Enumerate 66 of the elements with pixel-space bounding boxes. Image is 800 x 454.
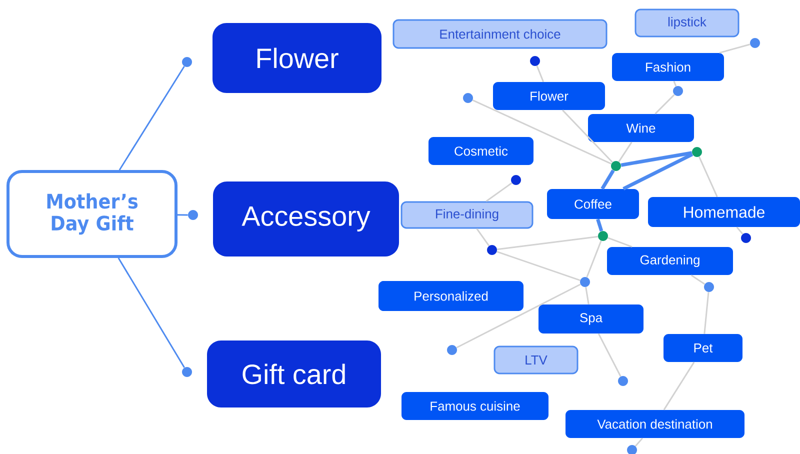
- keyword-box: lipstick: [634, 8, 740, 38]
- keyword-box: Wine: [588, 114, 694, 142]
- category-box: Gift card: [207, 340, 381, 408]
- keyword-box: Fine-dining: [400, 201, 534, 229]
- connector: [486, 182, 512, 202]
- keyword-box: Coffee: [547, 189, 639, 219]
- connector: [608, 237, 632, 248]
- keyword-box: Fashion: [612, 53, 724, 81]
- connector: [698, 156, 718, 198]
- dot: [182, 367, 192, 377]
- connector: [585, 287, 590, 304]
- connector: [620, 151, 692, 167]
- keyword-box: Gardening: [607, 247, 733, 275]
- keyword-box: Vacation destination: [566, 410, 744, 438]
- dot: [447, 345, 457, 355]
- connector: [736, 226, 744, 234]
- category-box: Accessory: [213, 182, 399, 256]
- connector: [476, 228, 490, 246]
- connector: [654, 94, 675, 114]
- keyword-box: Famous cuisine: [402, 392, 548, 420]
- connector: [673, 80, 677, 86]
- connector: [690, 274, 706, 285]
- connector: [496, 250, 580, 281]
- connector: [704, 292, 710, 334]
- dot: [741, 233, 751, 243]
- connector: [118, 258, 185, 368]
- keyword-box: Pet: [664, 334, 742, 362]
- connector: [456, 284, 581, 348]
- dot: [530, 56, 540, 66]
- connector: [536, 66, 544, 82]
- connector: [618, 142, 632, 162]
- connector: [596, 218, 604, 232]
- keyword-box: LTV: [494, 346, 578, 374]
- connector: [562, 110, 613, 163]
- dot: [673, 86, 683, 96]
- dot: [487, 245, 497, 255]
- connector: [622, 152, 694, 190]
- topic-box: Mother’s Day Gift: [6, 170, 178, 258]
- connector: [634, 438, 643, 447]
- connector: [497, 236, 598, 250]
- connector: [118, 66, 185, 170]
- connector: [598, 333, 622, 377]
- dot: [704, 282, 714, 292]
- dot: [598, 231, 608, 241]
- keyword-box: Flower: [493, 82, 605, 110]
- connector: [472, 99, 612, 164]
- category-box: Flower: [212, 23, 382, 93]
- dot: [750, 38, 760, 48]
- dot: [182, 57, 192, 67]
- dot: [692, 147, 702, 157]
- dot: [611, 161, 621, 171]
- connector: [600, 170, 615, 190]
- connector: [719, 44, 750, 54]
- dot: [188, 210, 198, 220]
- dot: [463, 93, 473, 103]
- keyword-box: Personalized: [378, 281, 524, 311]
- keyword-box: Cosmetic: [428, 137, 534, 165]
- connector: [663, 362, 695, 410]
- keyword-box: Spa: [538, 304, 644, 334]
- dot: [580, 277, 590, 287]
- connector: [586, 240, 602, 278]
- connector: [178, 214, 188, 216]
- keyword-box: Homemade: [648, 197, 800, 227]
- dot: [618, 376, 628, 386]
- dot: [511, 175, 521, 185]
- keyword-box: Entertainment choice: [392, 19, 608, 49]
